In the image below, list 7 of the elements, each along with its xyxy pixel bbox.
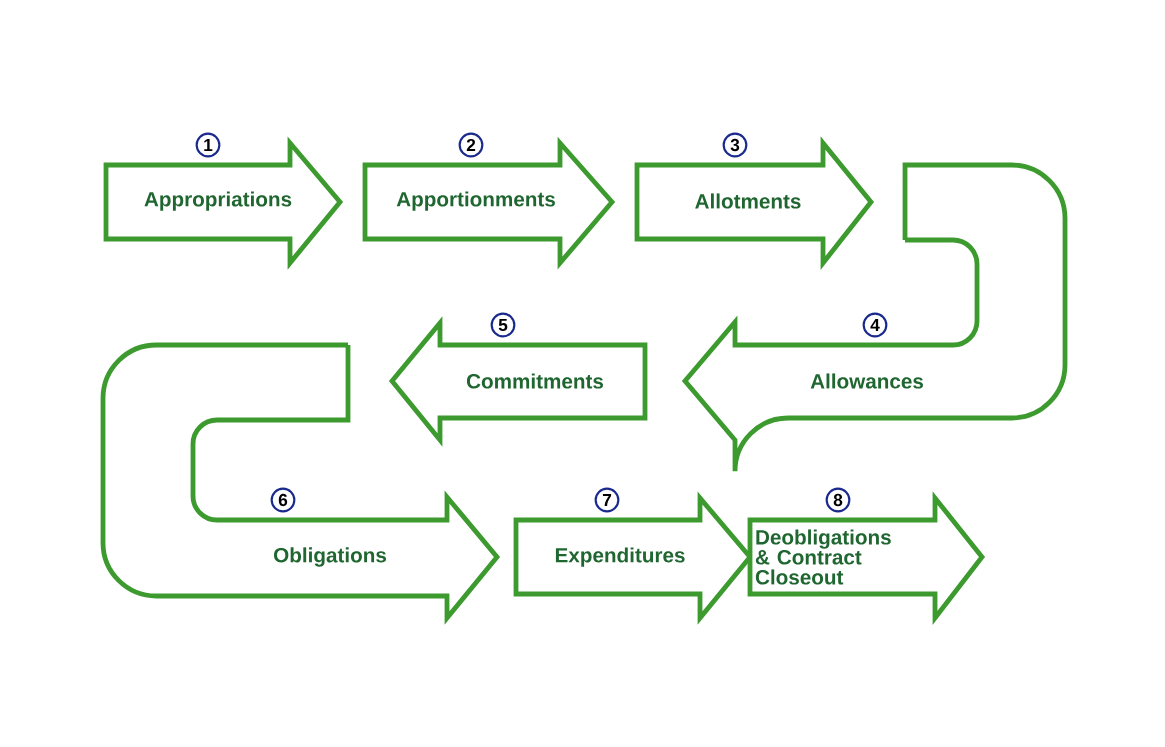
callout-number: 5 [490,312,516,338]
callout-number: 1 [195,132,221,158]
callout-number: 7 [594,487,620,513]
callout-number: 8 [825,487,851,513]
callout-number: 2 [458,132,484,158]
callout-number: 3 [722,132,748,158]
callout-number: 4 [862,312,888,338]
